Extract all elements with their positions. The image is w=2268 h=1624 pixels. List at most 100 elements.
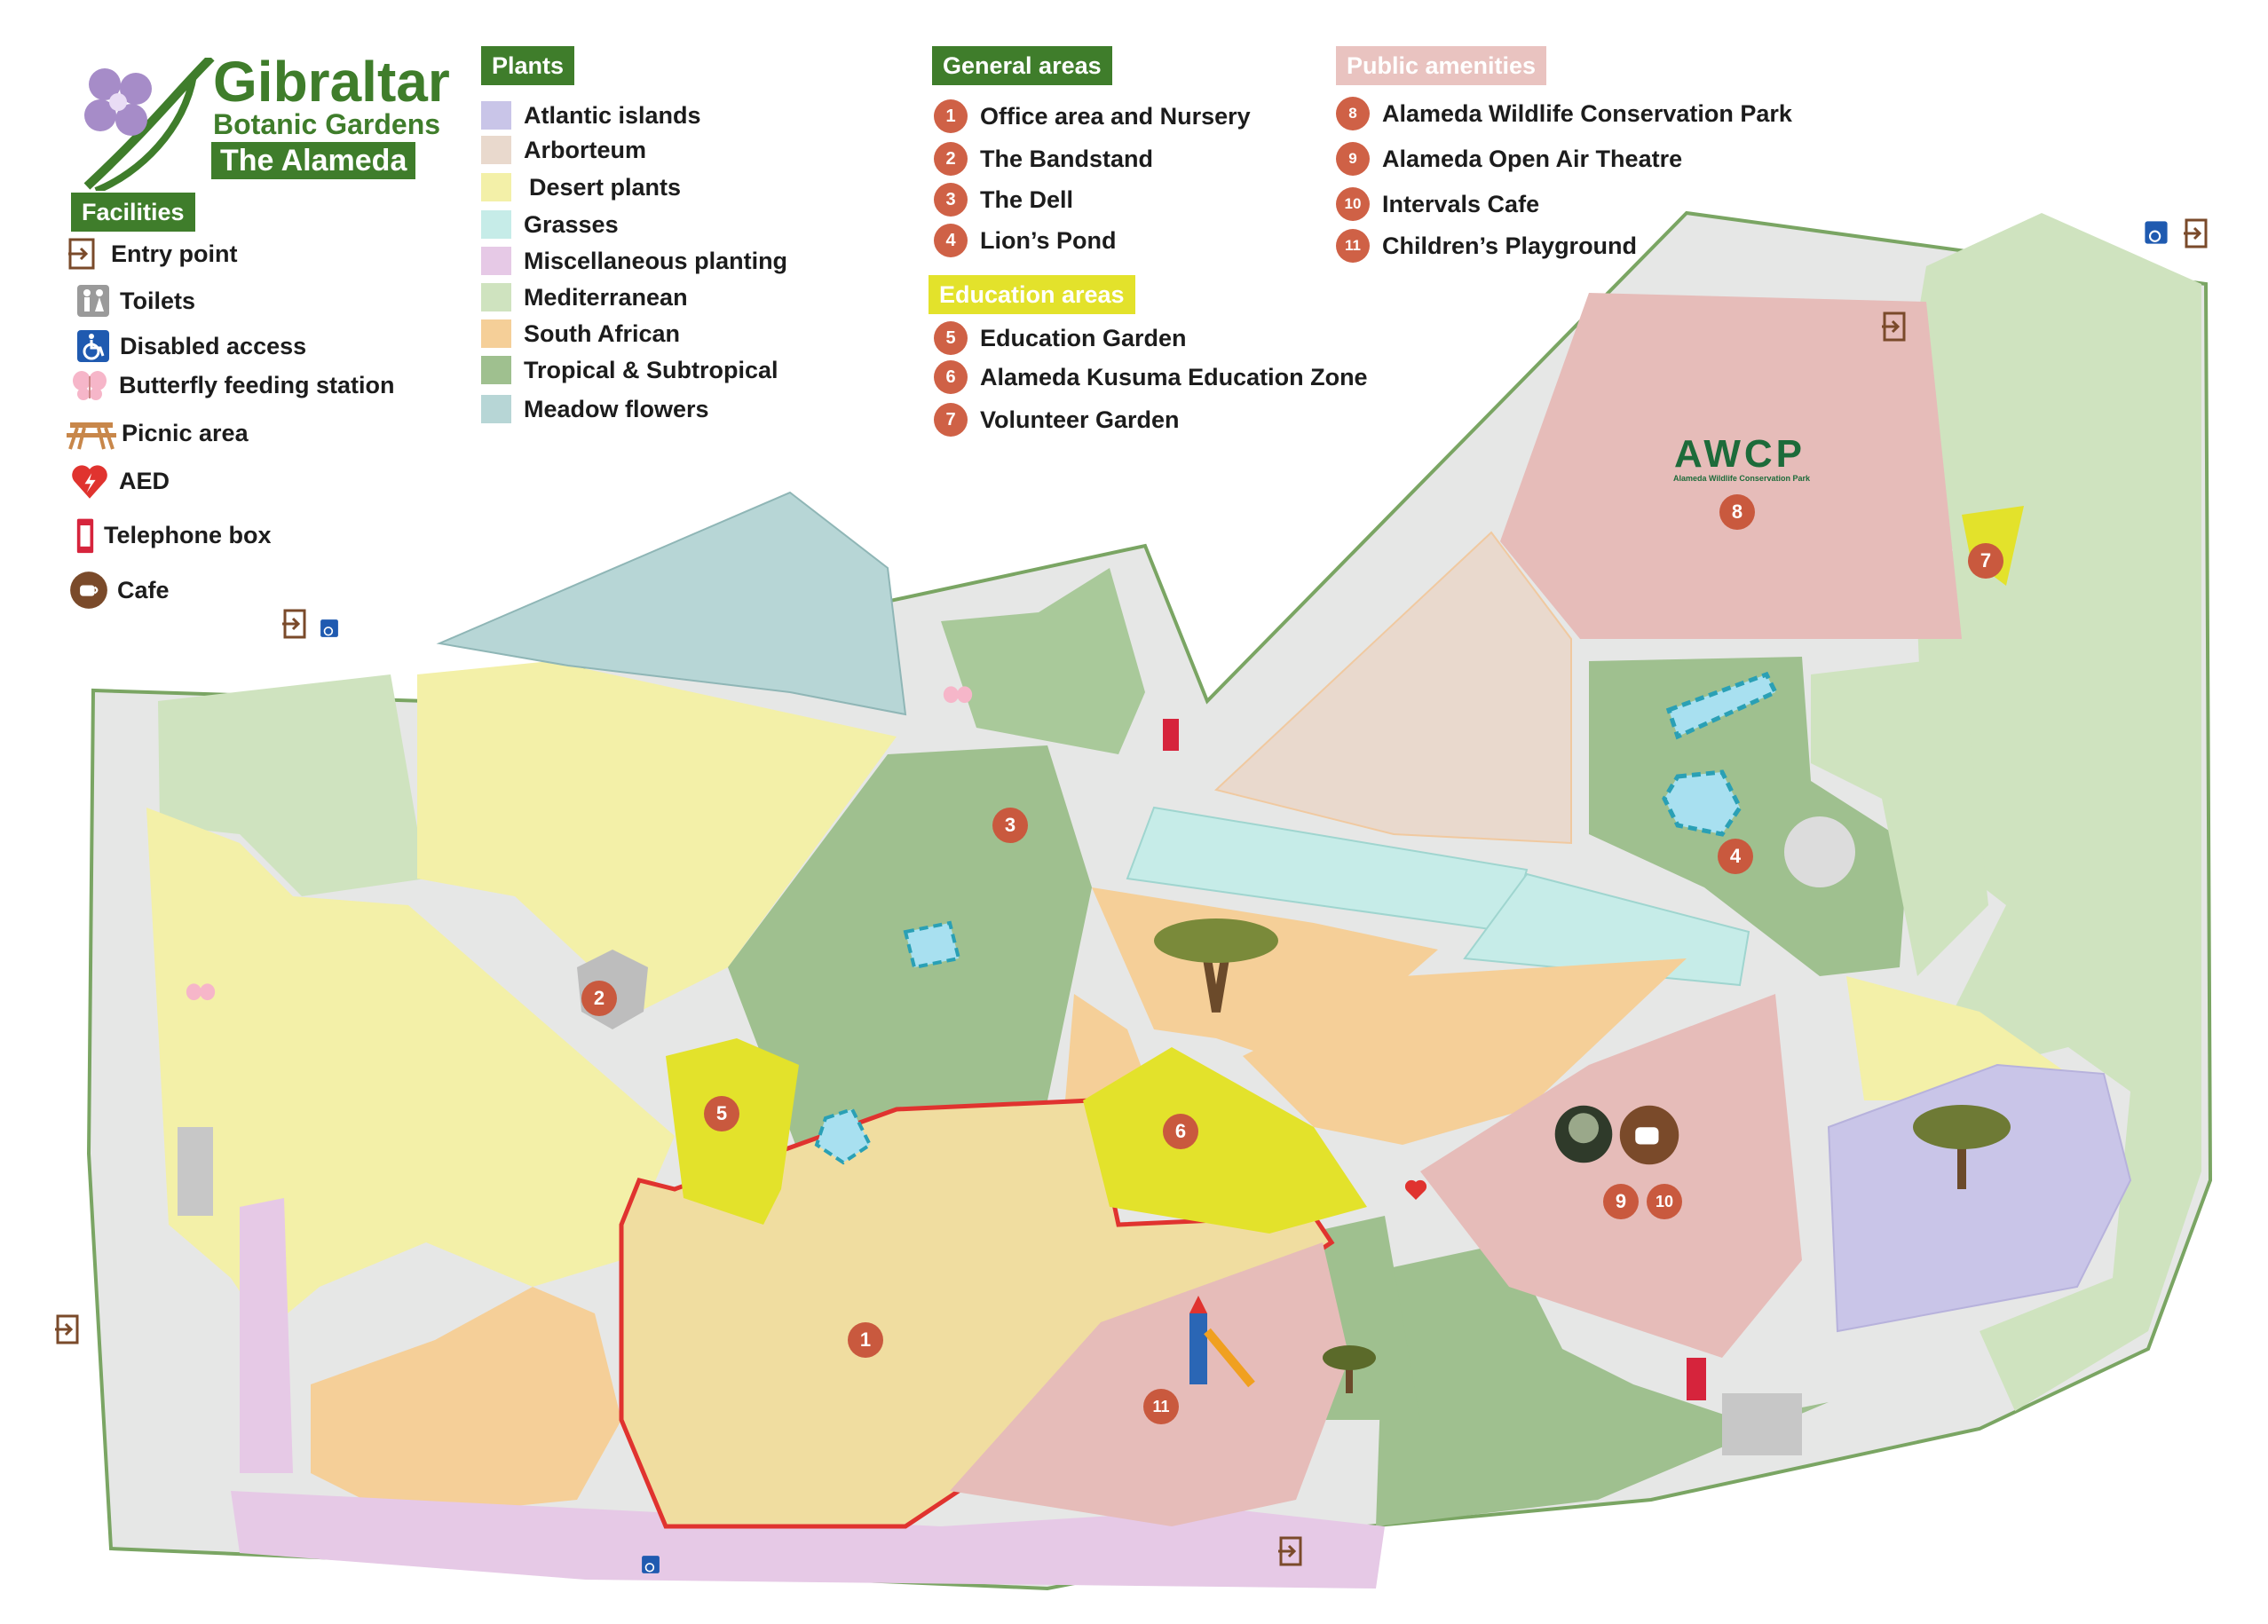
legend-label-telephone: Telephone box bbox=[104, 521, 272, 548]
education-pond bbox=[814, 1107, 873, 1165]
mediterranean-area-northeast bbox=[1900, 213, 2201, 1411]
legend-disabled-access: Disabled access bbox=[75, 328, 306, 364]
general-label-4: Lion’s Pond bbox=[980, 226, 1117, 254]
legend-label-cafe: Cafe bbox=[117, 576, 170, 603]
swatch-atlantic-islands bbox=[481, 101, 511, 130]
aed-heart-icon bbox=[72, 465, 107, 499]
lions-pond bbox=[1662, 671, 1779, 837]
plants-label-meadow: Meadow flowers bbox=[524, 395, 709, 422]
tropical-area-lions-pond bbox=[1589, 657, 1908, 976]
education-areas-heading: Education areas bbox=[929, 275, 1135, 314]
mediterranean-area-west bbox=[158, 674, 426, 896]
toilets-block-west-icon bbox=[178, 1127, 213, 1216]
playground-area bbox=[950, 1242, 1349, 1526]
general-badge-3: 3 bbox=[934, 183, 968, 217]
public-amenities-heading: Public amenities bbox=[1336, 46, 1547, 85]
education-item-7: 7 Volunteer Garden bbox=[934, 403, 1180, 437]
legend-label-butterfly: Butterfly feeding station bbox=[119, 371, 395, 398]
dragon-tree-small-icon bbox=[1323, 1345, 1376, 1393]
map-entry-icon-south[interactable] bbox=[1278, 1535, 1307, 1567]
plants-item-atlantic-islands: Atlantic islands bbox=[481, 101, 701, 130]
amenity-item-10: 10 Intervals Cafe bbox=[1336, 187, 1539, 221]
map-entry-icon-northwest[interactable] bbox=[282, 608, 311, 640]
plants-item-mediterranean: Mediterranean bbox=[481, 283, 688, 311]
education-label-7: Volunteer Garden bbox=[980, 406, 1180, 433]
awcp-logo-subtext: Alameda Wildlife Conservation Park bbox=[1673, 474, 1810, 483]
map-wheelchair-icon-northwest bbox=[320, 619, 338, 637]
acacia-tree-icon bbox=[1154, 918, 1278, 1013]
amenity-badge-11: 11 bbox=[1336, 229, 1370, 263]
map-badge-dell[interactable]: 3 bbox=[992, 808, 1028, 843]
tropical-area-south bbox=[1376, 1242, 1829, 1526]
swatch-tropical bbox=[481, 356, 511, 384]
telephone-box-icon-south bbox=[1687, 1358, 1706, 1400]
general-label-2: The Bandstand bbox=[980, 145, 1154, 172]
general-item-2: 2 The Bandstand bbox=[934, 142, 1153, 176]
logo-title: Gibraltar bbox=[213, 50, 450, 114]
legend-butterfly: Butterfly feeding station bbox=[69, 367, 395, 403]
map-theatre-logo-icon bbox=[1554, 1105, 1613, 1163]
map-badge-cafe[interactable]: 10 bbox=[1647, 1184, 1682, 1219]
legend-aed: AED bbox=[69, 461, 170, 501]
toilets-block-icon bbox=[1722, 1393, 1802, 1455]
amenity-item-11: 11 Children’s Playground bbox=[1336, 229, 1637, 263]
map-badge-theatre[interactable]: 9 bbox=[1603, 1184, 1639, 1219]
plants-heading: Plants bbox=[481, 46, 575, 85]
legend-label-picnic: Picnic area bbox=[122, 419, 249, 446]
plants-item-meadow: Meadow flowers bbox=[481, 395, 709, 423]
kusuma-zone-area bbox=[1083, 1047, 1367, 1234]
map-badge-education-garden[interactable]: 5 bbox=[704, 1096, 739, 1131]
legend-toilets: Toilets bbox=[75, 283, 195, 319]
amenity-item-9: 9 Alameda Open Air Theatre bbox=[1336, 142, 1682, 176]
atlantic-islands-area bbox=[1827, 1063, 2132, 1333]
general-badge-2: 2 bbox=[934, 142, 968, 176]
education-item-5: 5 Education Garden bbox=[934, 321, 1187, 355]
map-badge-playground[interactable]: 11 bbox=[1143, 1389, 1179, 1424]
amenity-label-8: Alameda Wildlife Conservation Park bbox=[1382, 99, 1792, 127]
map-badge-bandstand[interactable]: 2 bbox=[581, 981, 617, 1016]
telephone-box-icon-north bbox=[1163, 719, 1179, 751]
dragon-tree-icon bbox=[1913, 1105, 2011, 1189]
theatre-area bbox=[1420, 994, 1802, 1358]
plants-label-grasses: Grasses bbox=[524, 210, 619, 238]
legend-picnic: Picnic area bbox=[67, 415, 249, 451]
general-label-3: The Dell bbox=[980, 185, 1074, 213]
map-badge-volunteer-garden[interactable]: 7 bbox=[1968, 543, 2003, 579]
map-entry-icon-awcp[interactable] bbox=[1882, 311, 1910, 343]
mediterranean-area-dell-north bbox=[941, 568, 1145, 754]
entry-icon bbox=[68, 238, 95, 270]
plants-label-atlantic-islands: Atlantic islands bbox=[524, 101, 701, 129]
education-garden-area bbox=[666, 1038, 799, 1225]
arboretum-area bbox=[1213, 531, 1572, 845]
amenity-label-10: Intervals Cafe bbox=[1382, 190, 1540, 217]
plants-label-tropical: Tropical & Subtropical bbox=[524, 356, 778, 383]
map-butterfly-icon-west bbox=[186, 983, 216, 1001]
desert-plants-north bbox=[417, 661, 897, 1012]
swatch-south-african bbox=[481, 319, 511, 348]
meadow-flowers-area bbox=[436, 491, 907, 716]
legend-entry-point: Entry point bbox=[67, 236, 238, 272]
education-label-5: Education Garden bbox=[980, 324, 1187, 351]
amenity-label-9: Alameda Open Air Theatre bbox=[1382, 145, 1683, 172]
map-entry-icon-northeast[interactable] bbox=[2184, 217, 2212, 249]
legend-label-aed: AED bbox=[119, 467, 170, 494]
general-badge-1: 1 bbox=[934, 99, 968, 133]
awcp-logo-text: AWCP bbox=[1674, 432, 1806, 476]
map-butterfly-icon-north bbox=[943, 686, 973, 704]
dell-pond bbox=[903, 920, 961, 970]
general-areas-heading: General areas bbox=[932, 46, 1112, 85]
logo-subtitle: Botanic Gardens bbox=[213, 108, 441, 140]
map-badge-office[interactable]: 1 bbox=[848, 1322, 883, 1358]
map-entry-icon-west[interactable] bbox=[55, 1313, 83, 1345]
map-badge-kusuma-zone[interactable]: 6 bbox=[1163, 1114, 1198, 1149]
tropical-area-east-block bbox=[1811, 657, 1988, 976]
legend-telephone: Telephone box bbox=[75, 513, 272, 557]
map-badge-lions-pond[interactable]: 4 bbox=[1718, 839, 1753, 874]
coffee-cup-icon bbox=[70, 572, 107, 609]
education-item-6: 6 Alameda Kusuma Education Zone bbox=[934, 360, 1368, 394]
playground-slide-icon bbox=[1189, 1296, 1255, 1388]
map-badge-wildlife-park[interactable]: 8 bbox=[1719, 494, 1755, 530]
plants-item-south-african: South African bbox=[481, 319, 680, 348]
plants-item-tropical: Tropical & Subtropical bbox=[481, 356, 778, 384]
wheelchair-icon bbox=[77, 330, 109, 362]
